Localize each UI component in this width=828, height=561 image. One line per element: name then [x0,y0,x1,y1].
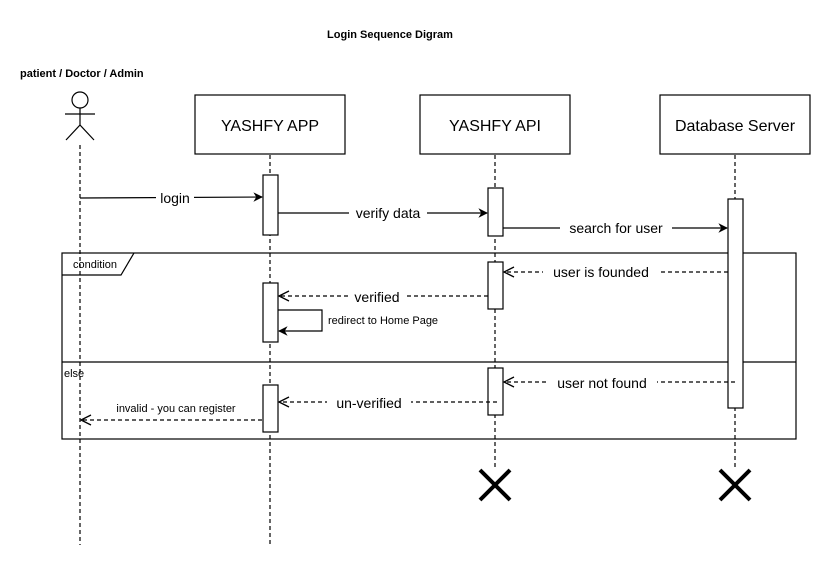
message-redirect: redirect to Home Page [278,309,438,336]
db-destroy-x-icon [718,468,752,502]
api-activation-3 [487,367,504,416]
app-activation-2 [262,282,279,343]
message-user-not-found-label: user not found [557,375,647,391]
message-search-for-user: search for user [503,220,728,236]
message-verified: verified [279,288,488,305]
participant-app-label: YASHFY APP [221,118,319,135]
message-login-label: login [160,190,190,206]
app-activation-1 [262,174,279,236]
message-un-verified: un-verified [279,394,497,411]
alt-fragment-frame [61,252,797,440]
participant-db: Database Server [659,94,811,155]
api-activation-1 [487,187,504,237]
api-activation-2 [487,261,504,310]
participant-app: YASHFY APP [194,94,346,155]
message-invalid-label: invalid - you can register [116,403,236,415]
message-invalid: invalid - you can register [81,403,262,420]
message-verified-label: verified [354,289,399,305]
else-label: else [64,368,84,380]
condition-tab [62,252,135,276]
message-verify-data: verify data [278,205,488,221]
api-destroy-x-icon [478,468,512,502]
message-un-verified-label: un-verified [336,395,401,411]
app-activation-3 [262,384,279,433]
actor-stick-figure-icon [65,91,95,141]
participant-api-label: YASHFY API [449,118,541,135]
message-user-is-founded-label: user is founded [553,264,649,280]
message-user-is-founded: user is founded [504,264,728,280]
participant-api: YASHFY API [419,94,571,155]
message-redirect-label: redirect to Home Page [328,315,438,327]
db-activation [727,198,744,409]
message-login: login [79,190,263,206]
participant-db-label: Database Server [675,118,796,135]
actor-label: patient / Doctor / Admin [20,68,144,80]
message-user-not-found: user not found [504,374,735,391]
message-verify-data-label: verify data [356,205,421,221]
condition-label: condition [73,259,117,271]
message-search-for-user-label: search for user [569,220,663,236]
diagram-title: Login Sequence Digram [327,29,453,41]
